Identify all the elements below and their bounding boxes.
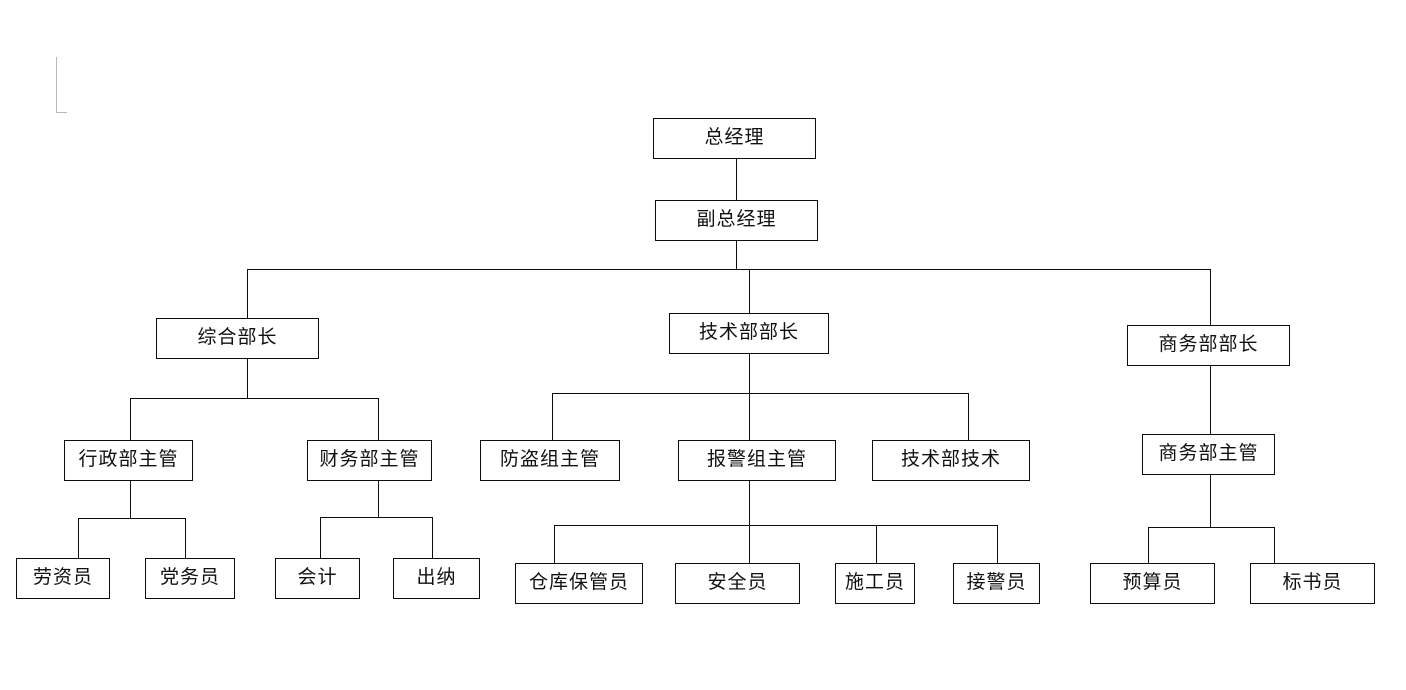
connector-vertical-zonghe-bus-to-xingzheng [130,398,131,441]
connector-horizontal-baojing-bus [554,525,997,526]
connector-vertical-zonghe-bus-to-caiwu [378,398,379,481]
org-node-n16[interactable]: 仓库保管员 [515,563,643,604]
connector-vertical-baojing-to-bus [749,481,750,525]
connector-vertical-gm-to-deputy [736,158,737,200]
connector-vertical-xingzheng-to-bus [130,481,131,518]
org-node-n14[interactable]: 会计 [275,558,360,599]
page-corner-mark-icon [56,57,67,113]
org-node-n1[interactable]: 总经理 [653,118,816,159]
connector-horizontal-jishu-bus [552,393,968,394]
org-node-label: 报警组主管 [706,448,807,470]
org-node-label: 党务员 [159,566,220,588]
connector-vertical-jishu-bus-to-baojing [749,393,750,441]
org-node-n2[interactable]: 副总经理 [655,200,818,241]
org-node-n21[interactable]: 标书员 [1250,563,1375,604]
connector-vertical-caiwu-to-bus [378,481,379,517]
org-node-n9[interactable]: 报警组主管 [678,440,836,481]
connector-vertical-jishu-bus-to-fangdao [552,393,553,441]
connector-vertical-shangwu-zhuguan-to-bus [1210,475,1211,527]
org-node-label: 劳资员 [32,566,93,588]
connector-horizontal-deputy-bus [247,269,1210,270]
org-node-n11[interactable]: 商务部主管 [1142,434,1275,475]
connector-vertical-bus-to-zonghe [247,269,248,358]
connector-horizontal-shangwu-bus [1148,527,1274,528]
org-node-label: 标书员 [1282,571,1343,593]
org-node-label: 技术部技术 [900,448,1001,470]
connector-vertical-baojing-bus-to-anquan [749,525,750,564]
org-node-n8[interactable]: 防盗组主管 [480,440,620,481]
org-node-label: 商务部主管 [1158,442,1259,464]
org-node-n15[interactable]: 出纳 [393,558,480,599]
org-node-n4[interactable]: 技术部部长 [669,313,829,354]
connector-horizontal-caiwu-bus [320,517,432,518]
org-node-n12[interactable]: 劳资员 [16,558,110,599]
org-node-n7[interactable]: 财务部主管 [307,440,432,481]
connector-vertical-bus-to-shangwu [1210,269,1211,366]
connector-vertical-shangwu-bus-to-yusuan [1148,527,1149,564]
connector-vertical-baojing-bus-to-shigong [876,525,877,564]
org-node-label: 综合部长 [197,326,278,348]
org-node-n5[interactable]: 商务部部长 [1127,325,1290,366]
org-node-label: 商务部部长 [1158,333,1259,355]
org-node-label: 防盗组主管 [499,448,600,470]
org-node-n20[interactable]: 预算员 [1090,563,1215,604]
org-node-label: 技术部部长 [698,321,799,343]
org-node-n3[interactable]: 综合部长 [156,318,319,359]
connector-vertical-shangwu-to-zhuguan [1210,366,1211,435]
org-node-n18[interactable]: 施工员 [835,563,915,604]
org-node-n19[interactable]: 接警员 [953,563,1040,604]
org-node-label: 施工员 [844,571,905,593]
org-node-label: 安全员 [707,571,768,593]
connector-vertical-caiwu-bus-to-chuna [432,517,433,559]
org-node-label: 接警员 [966,571,1027,593]
connector-vertical-jishu-bus-to-jishubu [968,393,969,441]
org-node-label: 出纳 [416,566,457,588]
org-node-n6[interactable]: 行政部主管 [64,440,193,481]
connector-vertical-deputy-to-bus [736,241,737,270]
connector-horizontal-zonghe-bus [130,398,378,399]
connector-vertical-xingzheng-bus-to-laozi [78,518,79,559]
org-node-label: 行政部主管 [78,448,179,470]
org-node-label: 副总经理 [696,208,777,230]
connector-vertical-xingzheng-bus-to-dangwu [185,518,186,559]
connector-vertical-caiwu-bus-to-kuaiji [320,517,321,559]
org-node-n10[interactable]: 技术部技术 [872,440,1030,481]
connector-vertical-baojing-bus-to-cangku [554,525,555,564]
org-node-label: 财务部主管 [319,448,420,470]
org-node-n13[interactable]: 党务员 [145,558,235,599]
org-node-label: 总经理 [704,126,765,148]
connector-vertical-zonghe-to-bus [247,358,248,398]
connector-vertical-shangwu-bus-to-biaoshu [1274,527,1275,564]
org-node-n17[interactable]: 安全员 [675,563,800,604]
org-node-label: 预算员 [1122,571,1183,593]
org-node-label: 仓库保管员 [528,571,629,593]
connector-horizontal-xingzheng-bus [78,518,185,519]
connector-vertical-baojing-bus-to-jiejing [997,525,998,564]
org-node-label: 会计 [297,566,338,588]
